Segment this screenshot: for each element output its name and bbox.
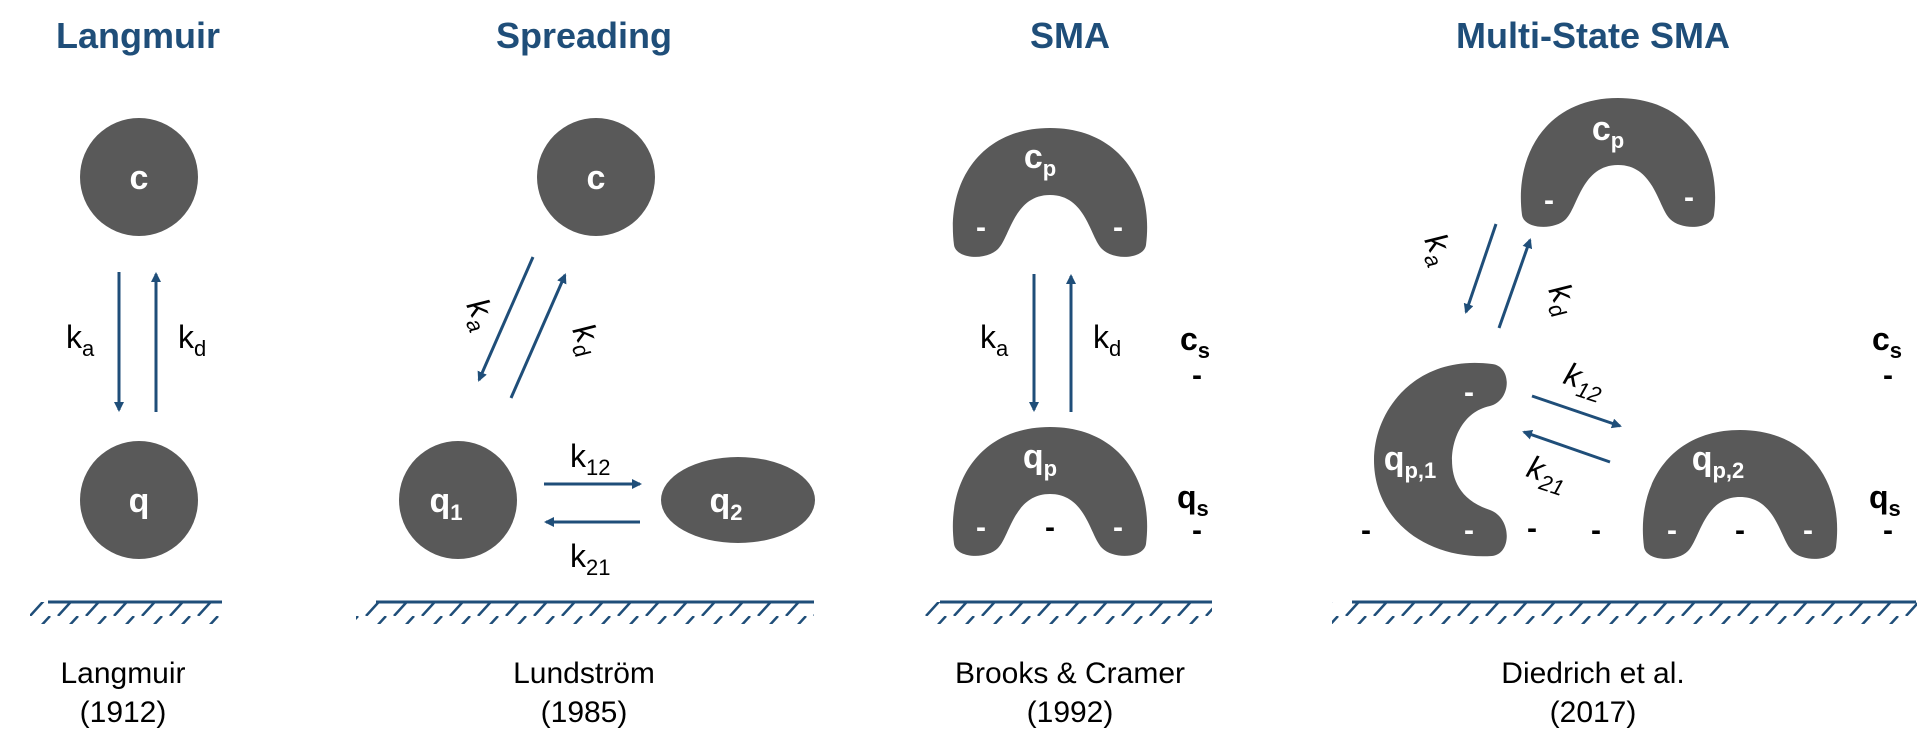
charge-site: - [1667, 514, 1677, 547]
charge-site: - [976, 511, 986, 544]
salt-bound: qs - [1869, 479, 1901, 547]
citation-year: (1912) [80, 696, 167, 729]
charge-site: - [1113, 511, 1123, 544]
salt-qs-label: qs [1177, 479, 1209, 521]
rate-kd: kd [560, 318, 610, 362]
charge-site: - [1803, 514, 1813, 547]
panel-langmuir: Langmuir c ka kd q Langmuir (1912) [30, 15, 222, 729]
panel-sma: SMA cp - - ka kd qp - - - cs - qs - [920, 15, 1212, 729]
panel-title: Multi-State SMA [1456, 15, 1730, 56]
molecule-q: q [80, 441, 198, 559]
molecule-qp: qp - - - [952, 427, 1148, 556]
surface-charge: - [1527, 512, 1537, 545]
transition-12-arrow [1531, 394, 1622, 429]
salt-charge: - [1192, 514, 1202, 547]
citation-authors: Brooks & Cramer [955, 657, 1185, 690]
molecule-cp: cp - - [952, 128, 1148, 257]
salt-mobile: cs - [1872, 321, 1902, 392]
salt-cs-label: cs [1872, 321, 1902, 363]
molecule-c: c [537, 118, 655, 236]
molecule-q2-shape [661, 457, 815, 543]
molecule-c: c [80, 118, 198, 236]
panel-title: SMA [1030, 15, 1110, 56]
panel-multi-state-sma: Multi-State SMA cp - - ka kd qp,1 - - k1… [1332, 15, 1917, 729]
citation-authors: Diedrich et al. [1501, 657, 1684, 690]
charge-site: - [1464, 376, 1474, 409]
free-surface-sites: - - - [1361, 512, 1601, 547]
citation-authors: Lundström [513, 657, 655, 690]
adsorption-arrow [477, 256, 535, 382]
surface [1332, 600, 1917, 624]
panel-title: Langmuir [56, 15, 220, 56]
charge-site: - [1045, 511, 1055, 544]
panel-title: Spreading [496, 15, 672, 56]
molecule-q1-label: q1 [429, 482, 462, 525]
molecule-qp1-label: qp,1 [1384, 440, 1437, 483]
rate-kd: kd [1093, 319, 1121, 361]
molecule-c-shape [537, 118, 655, 236]
salt-cs-label: cs [1180, 321, 1210, 363]
charge-site: - [1735, 514, 1745, 547]
salt-mobile: cs - [1180, 321, 1210, 392]
charge-site: - [1544, 184, 1554, 217]
citation-year: (1985) [541, 696, 628, 729]
molecule-qp2: qp,2 - - - [1642, 430, 1838, 559]
rate-k21: k21 [1521, 448, 1572, 500]
citation-year: (1992) [1027, 696, 1114, 729]
citation-year: (2017) [1550, 696, 1637, 729]
surface-charge: - [1591, 514, 1601, 547]
molecule-cp-label: cp [1024, 138, 1056, 181]
molecule-cp: cp - - [1520, 98, 1716, 227]
rate-ka: ka [454, 293, 504, 336]
molecule-q1: q1 [399, 441, 517, 559]
desorption-arrow [1497, 238, 1533, 329]
salt-charge: - [1883, 514, 1893, 547]
molecule-qp-label: qp [1023, 438, 1057, 481]
charge-site: - [1684, 181, 1694, 214]
rate-k12: k12 [570, 438, 610, 480]
molecule-q2-label: q2 [709, 482, 742, 525]
molecule-c-label: c [587, 159, 606, 197]
charge-site: - [976, 211, 986, 244]
salt-charge: - [1192, 359, 1202, 392]
salt-bound: qs - [1177, 479, 1209, 547]
rate-k12: k12 [1558, 355, 1609, 407]
molecule-q-label: q [129, 482, 150, 520]
molecule-q-shape [80, 441, 198, 559]
molecule-c-label: c [130, 159, 149, 197]
molecule-q1-shape [399, 441, 517, 559]
surface-charge: - [1361, 514, 1371, 547]
charge-site: - [1464, 514, 1474, 547]
rate-ka: ka [66, 319, 95, 361]
molecule-qp2-label: qp,2 [1692, 440, 1745, 483]
molecule-qp1: qp,1 - - [1374, 362, 1507, 557]
salt-charge: - [1883, 359, 1893, 392]
transition-21-arrow [1522, 429, 1611, 464]
panel-spreading: Spreading c ka kd q1 k12 k21 q2 Lundströ… [356, 15, 815, 729]
molecule-cp-label: cp [1592, 110, 1624, 153]
rate-ka: ka [1412, 228, 1462, 271]
rate-kd: kd [178, 319, 206, 361]
surface [356, 600, 814, 624]
desorption-arrow [509, 273, 567, 399]
molecule-c-shape [80, 118, 198, 236]
charge-site: - [1113, 211, 1123, 244]
citation-authors: Langmuir [60, 657, 185, 690]
rate-ka: ka [980, 319, 1009, 361]
rate-k21: k21 [570, 538, 610, 580]
molecule-q2: q2 [661, 457, 815, 543]
surface [920, 600, 1212, 624]
salt-qs-label: qs [1869, 479, 1901, 521]
rate-kd: kd [1536, 278, 1586, 322]
surface [30, 600, 222, 624]
adsorption-arrow [1463, 223, 1498, 314]
